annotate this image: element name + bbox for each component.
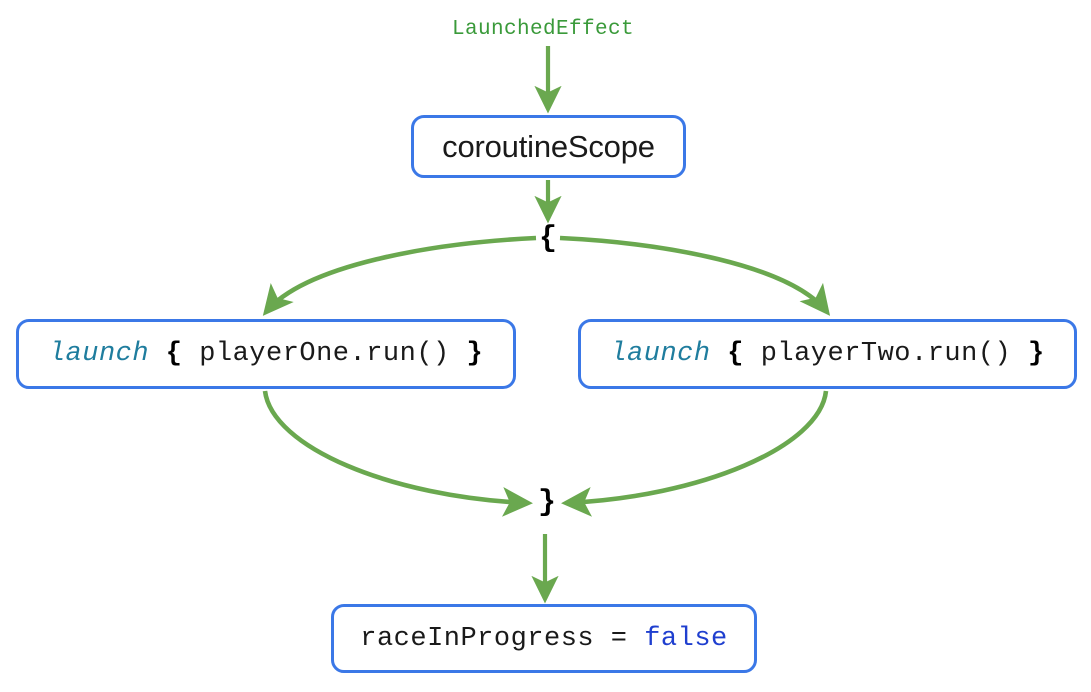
node-coroutine-scope-label: coroutineScope (442, 128, 655, 164)
edge-launch-left-to-close-brace (262, 390, 533, 517)
node-launch-player-one-code: launch { playerOne.run() } (49, 339, 483, 369)
node-race-in-progress-code: raceInProgress = false (360, 624, 727, 654)
node-launch-player-two[interactable]: launch { playerTwo.run() } (578, 319, 1077, 389)
node-launch-player-two-code: launch { playerTwo.run() } (610, 339, 1044, 369)
lambda-close-brace: } (1027, 339, 1045, 369)
edge-open-brace-to-launch-left (262, 235, 537, 316)
assignment-expression: raceInProgress = (360, 623, 645, 654)
boolean-literal: false (644, 623, 728, 654)
launch-body: playerTwo.run() (760, 339, 1012, 369)
node-race-in-progress[interactable]: raceInProgress = false (331, 604, 757, 673)
launched-effect-label: LaunchedEffect (452, 18, 635, 41)
launch-keyword: launch (610, 339, 711, 369)
launch-keyword: launch (48, 339, 150, 369)
edge-launch-right-to-close-brace (561, 390, 829, 517)
lambda-open-brace: { (165, 339, 183, 369)
lambda-open-brace: { (727, 339, 744, 369)
node-close-brace: } (538, 486, 557, 520)
edge-open-brace-to-launch-right (559, 235, 831, 316)
launch-body: playerOne.run() (199, 339, 450, 369)
node-launch-player-one[interactable]: launch { playerOne.run() } (16, 319, 516, 389)
node-coroutine-scope[interactable]: coroutineScope (411, 115, 686, 178)
lambda-close-brace: } (466, 339, 484, 369)
node-open-brace: { (539, 222, 558, 256)
